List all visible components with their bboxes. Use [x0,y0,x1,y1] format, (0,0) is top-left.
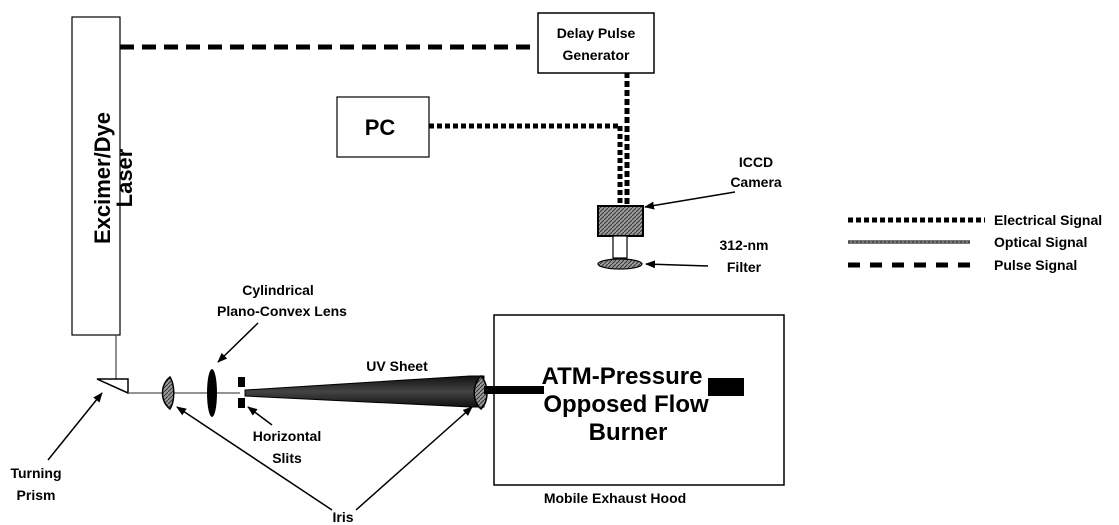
turning-prism-arrow [47,392,103,461]
iccd-camera-label-line1: ICCD [739,154,773,170]
iris-label: Iris [332,509,353,525]
mobile-exhaust-hood-box [493,314,785,486]
legend-electrical-label: Electrical Signal [994,212,1102,228]
burner-label-line2: Opposed Flow [543,391,709,418]
iccd-camera-lens [612,235,628,259]
burner-label-line1: ATM-Pressure [542,363,703,390]
filter-label-line1: 312-nm [719,237,768,253]
iccd-camera-arrow [644,191,736,210]
delay-pulse-generator-label-line2: Generator [563,47,630,63]
filter-arrow [645,260,709,269]
horizontal-slits-label-line1: Horizontal [253,428,321,444]
pc-label: PC [365,115,396,140]
uv-sheet-beam [244,375,485,408]
filter-element [597,258,643,270]
iris-2 [473,374,488,411]
legend-pulse-label: Pulse Signal [994,257,1077,273]
laser-label-line2: Laser [112,148,137,207]
cylindrical-lens [207,369,217,417]
horizontal-slit-bottom [238,398,245,408]
turning-prism-label-line1: Turning [10,465,61,481]
legend-optical-label: Optical Signal [994,234,1087,250]
turning-prism-label-line2: Prism [17,487,56,503]
turning-prism [96,378,129,395]
laser-label-line1: Excimer/Dye [90,112,115,244]
horizontal-slits-label-line2: Slits [272,450,302,466]
cylindrical-lens-label-line1: Cylindrical [242,282,314,298]
iris-arrow-2 [355,406,473,511]
horizontal-slits-arrow [247,406,273,426]
horizontal-slit-top [238,377,245,387]
cylindrical-lens-label-line2: Plano-Convex Lens [217,303,347,319]
iccd-camera-label-line2: Camera [730,174,782,190]
mobile-exhaust-hood-label: Mobile Exhaust Hood [544,490,686,506]
pc-box [336,96,430,158]
legend: Electrical Signal Optical Signal Pulse S… [848,212,1102,273]
cylindrical-lens-arrow [217,322,259,363]
iccd-camera-body [597,205,644,237]
burner-label-line3: Burner [589,419,668,446]
iris-arrow-1 [176,406,333,511]
delay-pulse-generator-label-line1: Delay Pulse [557,25,636,41]
laser-box [71,16,121,336]
filter-label-line2: Filter [727,259,762,275]
uv-sheet-label: UV Sheet [366,358,428,374]
iris-1 [161,375,175,411]
burner-exhaust-block [708,378,744,396]
delay-pulse-generator-box [537,12,655,74]
beam-into-burner [484,386,544,394]
